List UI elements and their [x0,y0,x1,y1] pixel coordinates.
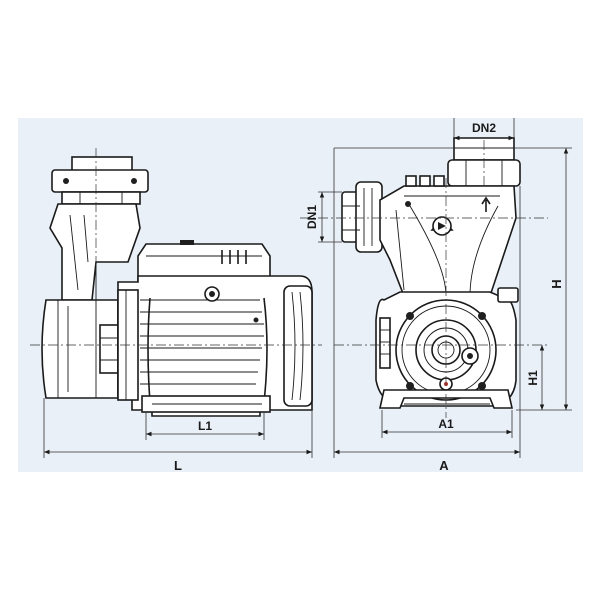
dim-l1: L1 [145,412,265,440]
side-pump-head [41,299,119,399]
side-pump-neck [49,203,141,301]
label-h1: H1 [526,370,540,386]
rotation-arrow-icon [430,216,454,236]
dim-l: L [43,398,313,473]
side-view: L1 L [30,148,322,473]
front-pump-casing [379,185,517,297]
front-base-feet [379,389,513,409]
label-l: L [174,458,182,473]
front-view: DN2 DN1 H H1 A1 [300,118,572,473]
motor-cooling-fins [140,297,268,403]
dim-dn1: DN1 [305,191,342,243]
front-inlet [341,181,383,253]
label-l1: L1 [198,419,212,433]
dim-h: H [514,147,572,411]
side-outlet-flange [51,156,149,205]
label-a1: A1 [438,417,454,431]
label-h: H [549,279,564,288]
side-motor [117,240,313,417]
dim-a1: A1 [381,410,513,438]
label-a: A [439,458,449,473]
label-dn2: DN2 [472,121,496,135]
dim-a: A [333,147,521,473]
dim-dn2: DN2 [453,118,515,141]
label-dn1: DN1 [305,205,319,229]
dim-h1: H1 [526,345,545,410]
flow-arrow-icon [481,196,491,212]
front-motor-end [375,287,519,407]
